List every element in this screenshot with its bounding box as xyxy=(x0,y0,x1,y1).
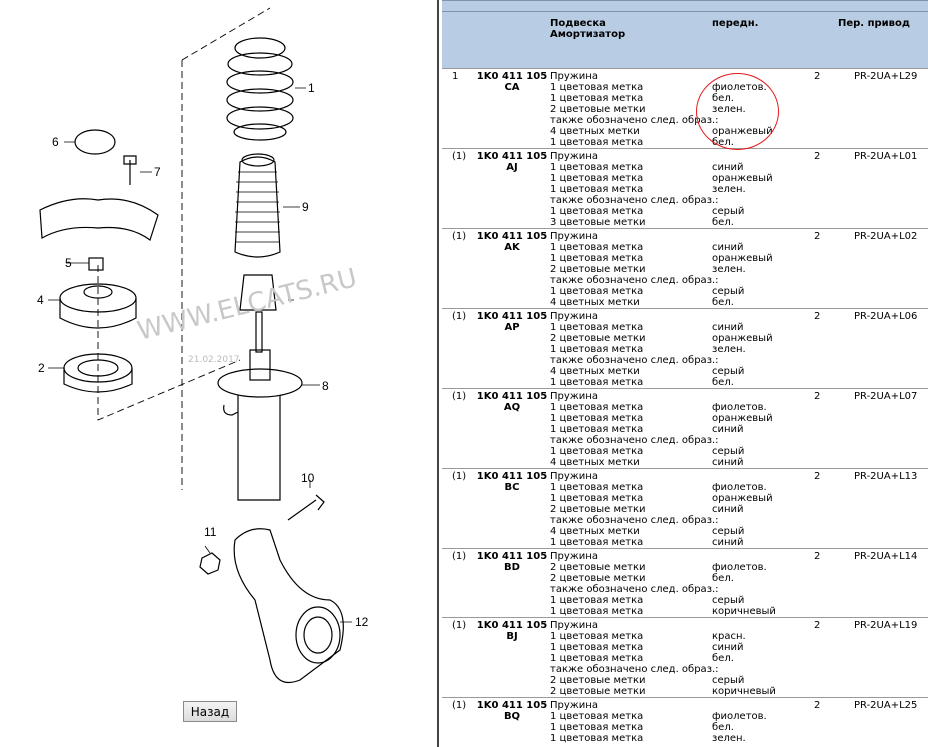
pr-code: PR-2UA+L29 xyxy=(854,71,918,82)
highlight-circle xyxy=(696,73,779,150)
color-values: фиолетов.бел.зелен. xyxy=(712,711,767,744)
callout-9: 9 xyxy=(302,200,309,214)
bolt xyxy=(287,494,325,521)
row-index: 1 xyxy=(452,71,459,82)
callout-4: 4 xyxy=(37,293,44,307)
quantity: 2 xyxy=(814,311,821,322)
quantity: 2 xyxy=(814,71,821,82)
nut xyxy=(199,552,221,575)
quantity: 2 xyxy=(814,551,821,562)
callout-7: 7 xyxy=(154,165,161,179)
callout-8: 8 xyxy=(322,379,329,393)
watermark-text: WWW.ELCATS.RU xyxy=(134,263,360,347)
callout-2: 2 xyxy=(38,361,45,375)
callout-1: 1 xyxy=(308,81,315,95)
header-col-spec: Пер. привод xyxy=(838,18,910,29)
callout-labels: 1 2 4 5 6 7 8 9 10 11 12 xyxy=(37,81,369,629)
pr-code: PR-2UA+L13 xyxy=(854,471,918,482)
steering-knuckle xyxy=(233,528,344,684)
strut-mount xyxy=(59,283,137,329)
row-index: (1) xyxy=(452,391,467,402)
strut-bearing xyxy=(63,353,133,393)
callout-10: 10 xyxy=(301,471,315,485)
row-index: (1) xyxy=(452,151,467,162)
strut-exploded-diagram: WWW.ELCATS.RU 21.02.2017 1 2 4 5 6 7 8 9… xyxy=(37,7,369,684)
parts-table-panel: Подвеска Амортизатор передн. Пер. привод… xyxy=(442,0,928,747)
quantity: 2 xyxy=(814,151,821,162)
row-index: (1) xyxy=(452,231,467,242)
pr-code: PR-2UA+L07 xyxy=(854,391,918,402)
nut-small xyxy=(88,257,104,271)
quantity: 2 xyxy=(814,620,821,631)
coil-spring xyxy=(226,37,294,141)
row-index: (1) xyxy=(452,311,467,322)
bolt-small xyxy=(123,155,137,185)
row-index: (1) xyxy=(452,620,467,631)
quantity: 2 xyxy=(814,391,821,402)
callout-6: 6 xyxy=(52,135,59,149)
callout-12: 12 xyxy=(355,615,369,629)
quantity: 2 xyxy=(814,231,821,242)
panel-divider xyxy=(437,0,439,747)
protective-cap xyxy=(74,129,116,155)
callout-5: 5 xyxy=(65,256,72,270)
header-col-name: Подвеска Амортизатор xyxy=(550,18,626,40)
pr-code: PR-2UA+L19 xyxy=(854,620,918,631)
parts-diagram-panel: WWW.ELCATS.RU 21.02.2017 1 2 4 5 6 7 8 9… xyxy=(0,0,434,747)
pr-code: PR-2UA+L14 xyxy=(854,551,918,562)
pr-code: PR-2UA+L01 xyxy=(854,151,918,162)
watermark-date: 21.02.2017 xyxy=(188,355,240,365)
back-button[interactable]: Назад xyxy=(183,701,237,722)
dust-boot xyxy=(234,153,281,258)
row-index: (1) xyxy=(452,551,467,562)
pr-code: PR-2UA+L06 xyxy=(854,311,918,322)
pr-code: PR-2UA+L25 xyxy=(854,700,918,711)
pr-code: PR-2UA+L02 xyxy=(854,231,918,242)
quantity: 2 xyxy=(814,471,821,482)
quantity: 2 xyxy=(814,700,821,711)
row-index: (1) xyxy=(452,700,467,711)
callout-11: 11 xyxy=(204,525,217,539)
header-col-location: передн. xyxy=(712,18,759,29)
bump-stop xyxy=(239,274,277,311)
shock-absorber xyxy=(217,311,303,501)
table-header: Подвеска Амортизатор передн. Пер. привод xyxy=(442,0,928,68)
row-index: (1) xyxy=(452,471,467,482)
